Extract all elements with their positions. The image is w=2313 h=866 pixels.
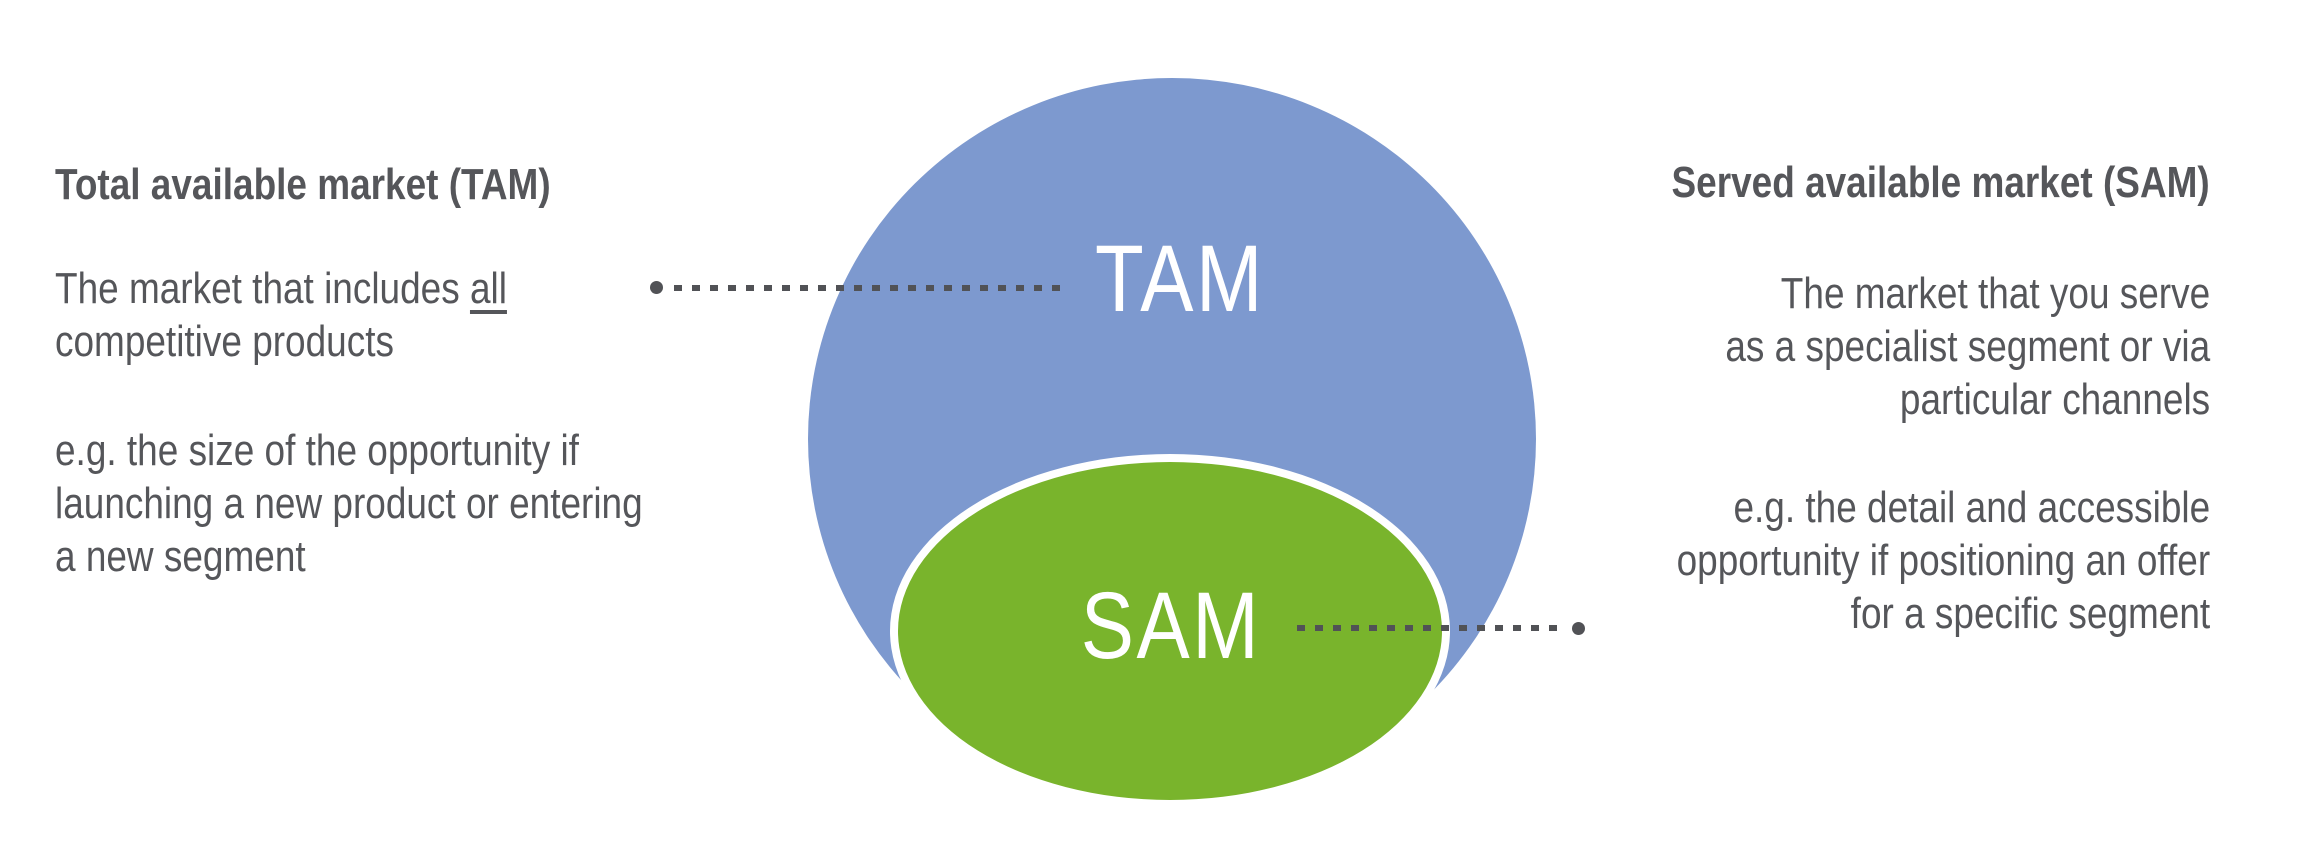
tam-connector-dashed-line [674,285,1068,291]
tam-description-line1: The market that includes all [55,262,507,315]
tam-example-line3: a new segment [55,532,306,581]
sam-example-line1: e.g. the detail and accessible [1733,483,2210,532]
tam-description-line2: competitive products [55,317,394,366]
sam-description-line2: as a specialist segment or via [1725,322,2210,371]
tam-heading: Total available market (TAM) [55,160,551,209]
tam-example: e.g. the size of the opportunity if laun… [55,424,643,583]
tam-description: The market that includes all competitive… [55,262,507,368]
sam-example: e.g. the detail and accessible opportuni… [1676,481,2210,640]
tam-description-line1-text: The market that includes [55,264,470,313]
sam-connector-dot [1572,622,1585,635]
tam-circle-label: TAM [1094,226,1266,332]
sam-description-line3: particular channels [1899,375,2210,424]
tam-connector-dot [650,281,663,294]
sam-ellipse [890,454,1450,808]
sam-description: The market that you serve as a specialis… [1725,267,2210,426]
sam-connector-dashed-line [1297,625,1565,631]
sam-description-line1: The market that you serve [1780,269,2210,318]
tam-example-line1: e.g. the size of the opportunity if [55,426,579,475]
sam-example-line2: opportunity if positioning an offer [1676,536,2210,585]
sam-example-line3: for a specific segment [1850,589,2210,638]
sam-heading: Served available market (SAM) [1671,158,2210,207]
sam-ellipse-label: SAM [1080,573,1262,679]
tam-example-line2: launching a new product or entering [55,479,643,528]
tam-description-underlined-word: all [469,264,507,313]
